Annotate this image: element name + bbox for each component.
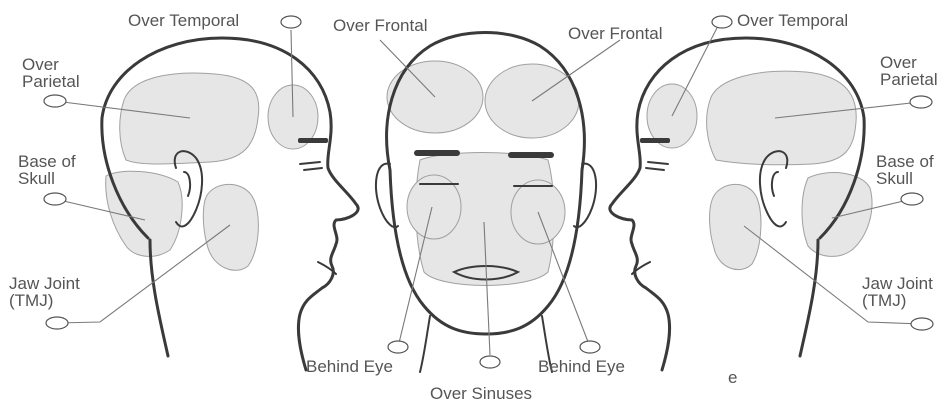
label-right-parietal-line2: Parietal xyxy=(880,70,938,89)
right-profile-head xyxy=(610,38,872,370)
label-left-base-line2: Skull xyxy=(18,169,55,188)
marker-right-jaw xyxy=(911,318,933,330)
right-ear-inner xyxy=(772,172,778,196)
marker-left-jaw xyxy=(46,317,68,329)
right-eyebrow xyxy=(640,138,670,143)
label-front-behind-eye-right: Behind Eye xyxy=(538,357,625,376)
left-parietal-zone xyxy=(120,73,259,164)
marker-front-eye-right xyxy=(580,341,600,353)
label-front-frontal-right: Over Frontal xyxy=(568,24,662,43)
marker-front-sinuses xyxy=(480,356,500,368)
marker-left-base xyxy=(44,193,66,205)
left-jaw-zone xyxy=(203,184,258,270)
left-neck-back xyxy=(150,240,168,356)
left-profile-head xyxy=(102,38,358,370)
right-neck-back xyxy=(800,240,818,356)
left-ear-inner xyxy=(184,172,190,196)
front-eyebrow-left xyxy=(414,150,460,156)
marker-left-temporal xyxy=(281,16,301,28)
marker-right-temporal xyxy=(712,16,732,28)
label-front-behind-eye-left: Behind Eye xyxy=(306,357,393,376)
label-left-temporal: Over Temporal xyxy=(128,11,239,30)
label-right-base-line2: Skull xyxy=(876,169,913,188)
front-head xyxy=(376,33,596,373)
marker-left-parietal xyxy=(44,95,66,107)
label-front-sinuses: Over Sinuses xyxy=(430,384,532,403)
label-left-jaw-line2: (TMJ) xyxy=(9,291,53,310)
front-eyebrow-right xyxy=(508,152,554,158)
marker-right-base xyxy=(901,193,923,205)
stray-letter: e xyxy=(728,368,737,387)
label-front-frontal-left: Over Frontal xyxy=(333,16,427,35)
left-eyebrow xyxy=(298,138,328,143)
marker-front-eye-left xyxy=(388,341,408,353)
label-right-jaw-line2: (TMJ) xyxy=(862,291,906,310)
label-right-temporal: Over Temporal xyxy=(737,11,848,30)
right-eye xyxy=(646,162,668,170)
right-jaw-zone xyxy=(710,184,761,269)
marker-right-parietal xyxy=(910,96,932,108)
left-eye xyxy=(300,162,322,170)
label-left-parietal-line2: Parietal xyxy=(22,72,80,91)
